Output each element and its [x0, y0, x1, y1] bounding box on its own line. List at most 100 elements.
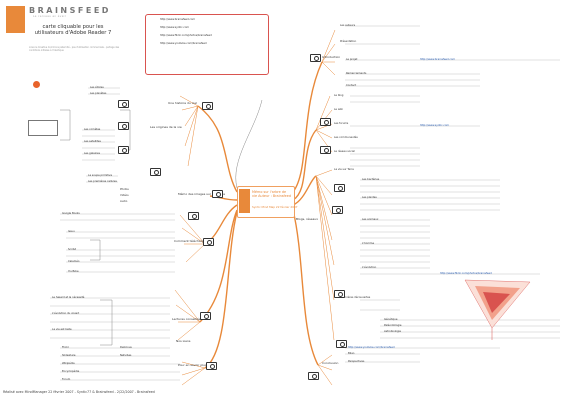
- right-4-item-1[interactable]: Perspectives: [348, 360, 365, 363]
- branch-left-upper: [197, 105, 238, 193]
- right-2-item-0[interactable]: Les bactéries: [362, 178, 380, 181]
- left-5-item-0[interactable]: Flickr: [62, 346, 69, 349]
- right-3-label[interactable]: Les dernières découvertes: [336, 296, 371, 299]
- branch-left-1[interactable]: Les origines de la vie: [150, 125, 182, 129]
- legend-link-2[interactable]: http://www.syntic.com: [160, 26, 189, 29]
- right-1-item-4[interactable]: Le réseau social: [334, 150, 355, 153]
- branch-left-4[interactable]: Lectures conseillées: [172, 317, 203, 321]
- right-1-item-1[interactable]: Le wiki: [334, 108, 343, 111]
- right-link-3[interactable]: http://www.youtube.com/brainsfeed: [348, 346, 395, 349]
- footer-credits: Réalisé avec MindManager 22 février 2007…: [3, 390, 155, 394]
- center-book-icon: [239, 189, 250, 213]
- branch-right-0[interactable]: Introduction: [322, 55, 341, 59]
- right-0-item-4[interactable]: Contact: [346, 84, 357, 87]
- camera-icon[interactable]: [202, 102, 213, 110]
- branch-right-mid: [292, 129, 317, 201]
- right-2-item-4[interactable]: L'évolution: [362, 266, 377, 269]
- center-subtitle: Syntic Mind Map 22 février 2007: [252, 205, 298, 209]
- camera-icon[interactable]: [118, 146, 129, 154]
- camera-icon[interactable]: [334, 290, 345, 298]
- left-2-item-0[interactable]: Photos: [120, 188, 129, 191]
- right-0-item-3[interactable]: Remerciements: [346, 72, 367, 75]
- branch-right-mid2: [292, 175, 317, 206]
- branch-right-1[interactable]: Blogs, réseaux: [296, 217, 319, 221]
- right-1-item-3[interactable]: Les communautés: [334, 136, 358, 139]
- branch-left-6[interactable]: Pour en savoir plus: [178, 363, 207, 367]
- left-5-item-2[interactable]: Delicious: [120, 346, 132, 349]
- right-2-item-2[interactable]: Les animaux: [362, 218, 379, 221]
- right-1-item-2[interactable]: Les forums: [334, 122, 349, 125]
- left-2-item-2[interactable]: Audio: [120, 200, 128, 203]
- left-4-item-0[interactable]: Le hasard et la nécessité: [52, 296, 85, 299]
- legend-frame: [145, 14, 269, 75]
- left-1-item-4[interactable]: Les premières cellules: [88, 180, 117, 183]
- legend-link-1[interactable]: http://www.brainsfeed.com: [160, 18, 196, 21]
- camera-icon[interactable]: [308, 372, 319, 380]
- camera-icon[interactable]: [206, 362, 217, 370]
- left-6-item-0[interactable]: Wikipédia: [62, 362, 75, 365]
- sub-branch-lines: [174, 29, 336, 386]
- right-3-item-2[interactable]: Astrobiologie: [384, 330, 401, 333]
- right-0-item-0[interactable]: Les auteurs: [340, 24, 356, 27]
- left-2-item-1[interactable]: Vidéos: [120, 194, 129, 197]
- camera-icon[interactable]: [332, 206, 343, 214]
- camera-icon[interactable]: [188, 212, 199, 220]
- branch-lines: [197, 61, 323, 369]
- right-0-item-2[interactable]: Le projet: [346, 58, 358, 61]
- legend-link-3[interactable]: http://www.flickr.com/photos/brainsfeed: [160, 34, 212, 37]
- right-2-item-3[interactable]: L'homme: [362, 242, 375, 245]
- right-1-item-0[interactable]: Le blog: [334, 94, 344, 97]
- right-3-item-0[interactable]: Génétique: [384, 318, 398, 321]
- left-3-item-3[interactable]: Calaméo: [68, 260, 80, 263]
- camera-icon[interactable]: [310, 54, 321, 62]
- brand-tagline: Le cerveau en éveil: [33, 15, 66, 18]
- left-0-item-1[interactable]: Les planètes: [90, 92, 107, 95]
- left-4-item-1[interactable]: L'évolution du vivant: [52, 312, 80, 315]
- legend-link-4[interactable]: http://www.youtube.com/brainsfeed: [160, 42, 207, 45]
- right-2-label[interactable]: La vie sur Terre: [334, 168, 354, 171]
- right-link-2[interactable]: http://www.flickr.com/photos/brainsfeed: [440, 272, 492, 275]
- camera-icon[interactable]: [320, 146, 331, 154]
- branch-left-2[interactable]: Mémo des images sur le media: [178, 192, 225, 196]
- left-6-item-2[interactable]: Forum: [62, 378, 71, 381]
- camera-icon[interactable]: [320, 118, 331, 126]
- left-0-item-2[interactable]: Les comètes: [84, 128, 101, 131]
- right-3-item-1[interactable]: Paléontologie: [384, 324, 402, 327]
- branch-left-0[interactable]: Une histoire du ciel: [168, 101, 197, 105]
- branch-left-3[interactable]: Comment télécharger: [174, 239, 207, 243]
- left-5-item-3[interactable]: Netvibes: [120, 354, 132, 357]
- left-0-item-4[interactable]: Les galaxies: [84, 152, 100, 155]
- left-3-item-0[interactable]: Google Books: [62, 212, 80, 215]
- left-4-item-2[interactable]: La vie est belle: [52, 328, 72, 331]
- branch-left-5[interactable]: Nos Liens: [176, 339, 191, 343]
- branch-right-lower: [292, 209, 319, 366]
- brand-logo: [6, 6, 25, 33]
- left-3-item-4[interactable]: YouTube: [68, 270, 79, 273]
- heat-figure: [464, 279, 531, 340]
- camera-icon[interactable]: [203, 238, 214, 246]
- left-3-item-1[interactable]: Issuu: [68, 230, 75, 233]
- right-link-0[interactable]: http://www.brainsfeed.com: [420, 58, 456, 61]
- camera-icon[interactable]: [334, 184, 345, 192]
- camera-icon[interactable]: [150, 168, 161, 176]
- camera-icon[interactable]: [118, 100, 129, 108]
- left-3-item-2[interactable]: Scribd: [68, 248, 77, 251]
- left-5-item-1[interactable]: Slideshare: [62, 354, 76, 357]
- left-6-item-1[interactable]: Encyclopédie: [62, 370, 80, 373]
- right-2-item-1[interactable]: Les plantes: [362, 196, 377, 199]
- grey-connector-lines: [60, 99, 263, 346]
- camera-icon[interactable]: [118, 122, 129, 130]
- left-1-item-3[interactable]: La soupe primitive: [88, 174, 113, 177]
- orange-badge-icon: [33, 81, 40, 88]
- left-0-item-0[interactable]: Les étoiles: [90, 86, 104, 89]
- camera-icon[interactable]: [212, 190, 223, 198]
- leader-lines: [50, 87, 180, 381]
- left-0-item-3[interactable]: Les satellites: [84, 140, 101, 143]
- right-link-1[interactable]: http://www.syntic.com: [420, 124, 449, 127]
- branch-right-4[interactable]: Conclusion: [322, 361, 339, 365]
- right-0-item-1[interactable]: Présentation: [340, 40, 357, 43]
- right-4-item-0[interactable]: Bilan: [348, 352, 355, 355]
- camera-icon[interactable]: [336, 340, 347, 348]
- camera-icon[interactable]: [200, 312, 211, 320]
